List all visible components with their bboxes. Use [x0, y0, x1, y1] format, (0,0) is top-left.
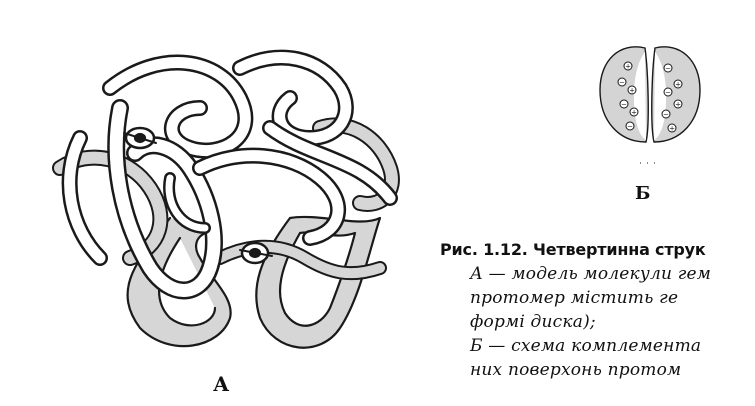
- charge-right-1: −: [664, 64, 672, 73]
- charge-right-2: +: [674, 80, 682, 89]
- svg-text:−: −: [621, 101, 627, 109]
- caption-line: Б — схема комплемента: [440, 334, 755, 358]
- svg-text:−: −: [663, 111, 669, 119]
- charge-left-3: +: [628, 86, 636, 95]
- svg-text:+: +: [625, 63, 631, 71]
- figure-a-label: А: [213, 372, 229, 396]
- svg-text:+: +: [675, 81, 681, 89]
- svg-text:−: −: [627, 123, 633, 131]
- svg-text:+: +: [629, 87, 635, 95]
- caption-line: них поверхонь протом: [440, 358, 755, 382]
- caption-line: А — модель молекули гем: [440, 262, 755, 286]
- svg-text:−: −: [665, 89, 671, 97]
- figure-caption: Рис. 1.12. Четвертинна струк А — модель …: [440, 238, 755, 382]
- charge-left-2: −: [618, 78, 626, 87]
- svg-text:−: −: [619, 79, 625, 87]
- svg-text:+: +: [631, 109, 637, 117]
- caption-line: формі диска);: [440, 310, 755, 334]
- svg-text:+: +: [669, 125, 675, 133]
- caption-line: протомер містить ге: [440, 286, 755, 310]
- charge-left-1: +: [624, 62, 632, 71]
- charge-left-4: −: [620, 100, 628, 109]
- protomer-complementarity-scheme: + − + − + − − + − + − +: [580, 30, 720, 170]
- charge-left-5: +: [630, 108, 638, 117]
- caption-title: Рис. 1.12. Четвертинна струк: [440, 238, 755, 262]
- svg-text:+: +: [675, 101, 681, 109]
- charge-left-6: −: [626, 122, 634, 131]
- svg-text:−: −: [665, 65, 671, 73]
- charge-right-4: +: [674, 100, 682, 109]
- charge-right-6: +: [668, 124, 676, 133]
- hemoglobin-model-illustration: [20, 28, 420, 358]
- charge-right-3: −: [664, 88, 672, 97]
- charge-right-5: −: [662, 110, 670, 119]
- figure-b-label: Б: [635, 183, 650, 204]
